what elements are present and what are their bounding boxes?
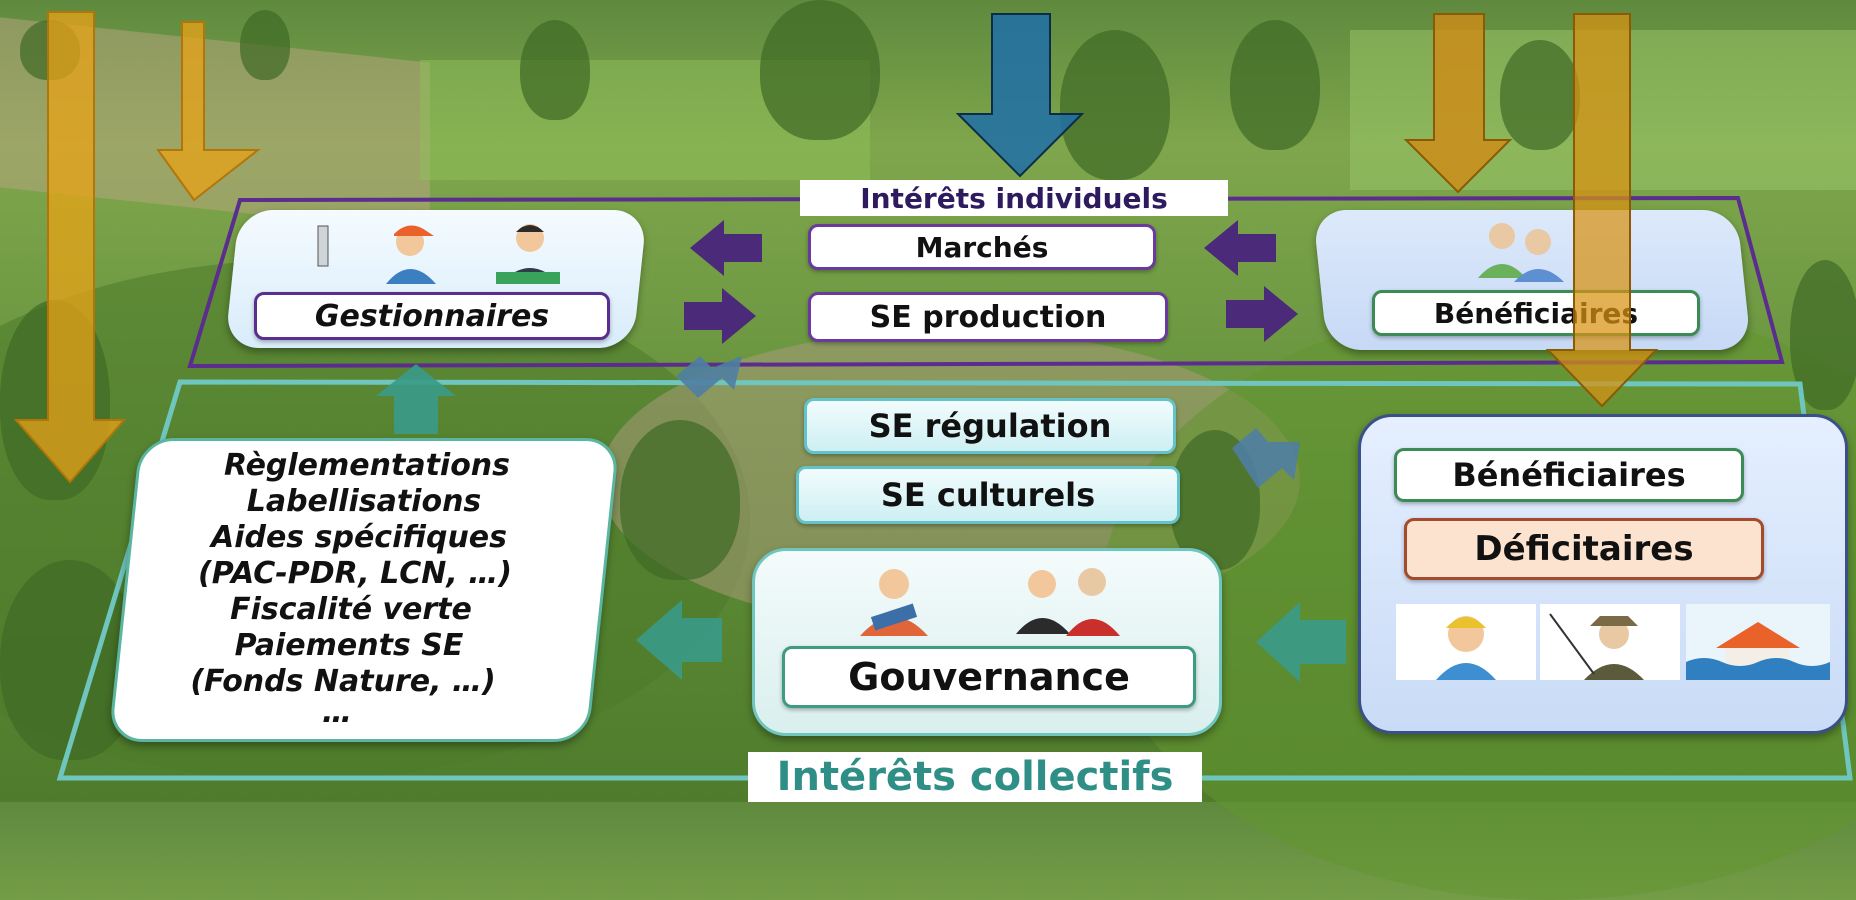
deficit-label: Déficitaires [1404,518,1764,580]
teal-arrow-up-to-managers [376,364,456,434]
governance-label: Gouvernance [782,646,1196,708]
orange-arrow-left-long [13,11,127,484]
instrument-item: Paiements SE [234,628,464,663]
steel-arrow-to-beneficiaries-bottom [1232,428,1300,488]
instrument-item: Fiscalité verte [230,592,472,627]
collective-plane-outline [56,379,1853,781]
fisherman-icon [1540,604,1680,680]
teal-arrow-beneficiaries-to-governance [1256,602,1346,682]
beneficiaries-bottom-label: Bénéficiaires [1394,448,1744,502]
orange-arrow-left-short [156,21,261,202]
instrument-item: Règlementations [223,448,511,483]
se-regulation-pill: SE régulation [804,398,1176,454]
instrument-item: (Fonds Nature, …) [190,664,496,699]
arrows-layer [13,11,1659,682]
purple-arrow-to-beneficiaries [1226,286,1298,342]
se-cultural-pill: SE culturels [796,466,1180,524]
governance-group-icon [1016,568,1120,636]
purple-arrow-from-managers [684,288,756,344]
instrument-item: Aides spécifiques [210,520,507,555]
blue-arrow-top [955,13,1085,178]
instruments-list: Règlementations Labellisations Aides spé… [124,448,574,728]
governance-worker-icon [860,569,928,636]
collective-plane-label: Intérêts collectifs [748,752,1202,802]
flood-icon [1686,604,1830,680]
purple-arrow-to-markets [1204,220,1276,276]
plane-outlines [56,195,1853,781]
orange-arrow-beneficiaries-top [1403,13,1513,194]
teal-arrow-governance-to-instruments [636,600,722,680]
instrument-item: (PAC-PDR, LCN, …) [198,556,512,591]
beneficiaries-top-label: Bénéficiaires [1372,290,1700,336]
markets-pill: Marchés [808,224,1156,270]
se-production-pill: SE production [808,292,1168,342]
beneficiary-pair-icon [1478,223,1564,282]
orange-arrow-beneficiaries-long [1545,13,1659,408]
purple-arrow-to-managers [690,220,762,276]
individual-plane-outline [187,195,1785,369]
farmer-icon [317,225,436,284]
managers-label: Gestionnaires [254,292,610,340]
businessman-icon [496,224,560,284]
hiker-icon [1396,604,1536,680]
individual-plane-label: Intérêts individuels [800,180,1228,216]
steel-arrow-production-down [676,356,742,398]
instrument-item: … [322,695,352,730]
instrument-item: Labellisations [246,484,482,519]
